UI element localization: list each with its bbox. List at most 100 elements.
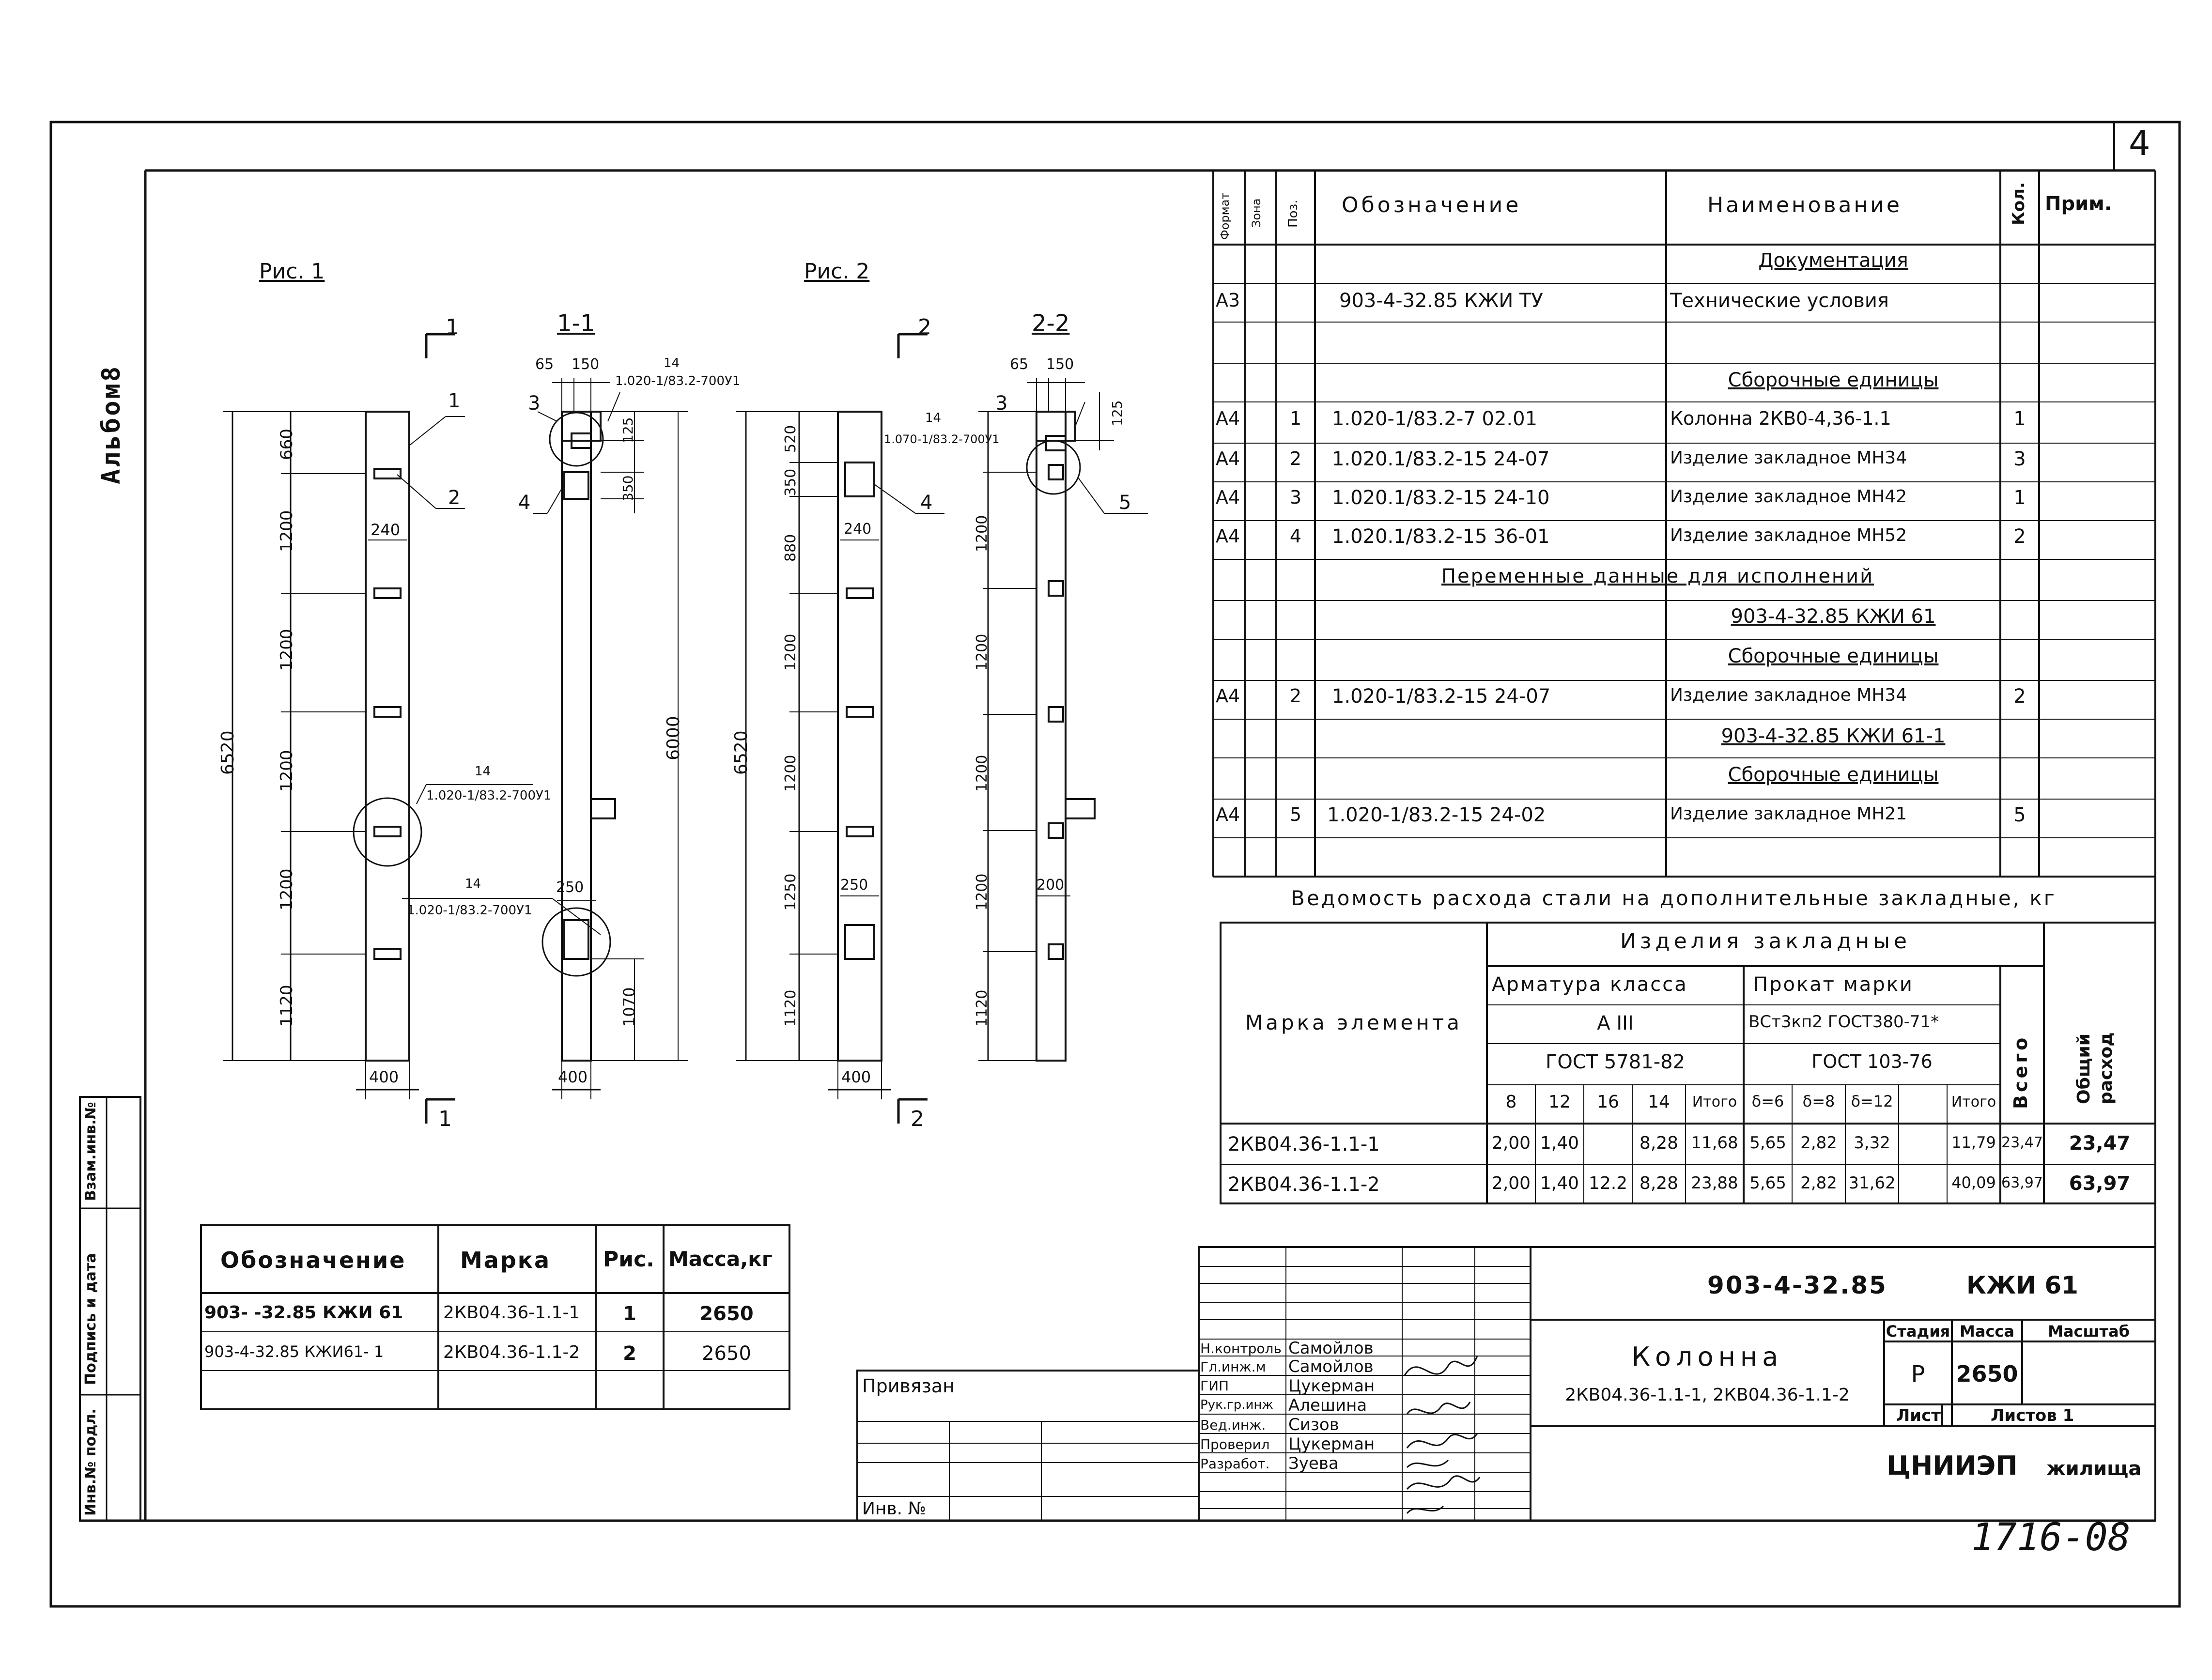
fig2-column — [736, 333, 944, 1124]
title-block-grid — [1198, 1246, 2156, 1522]
marks-row-0-fig: 1 — [623, 1303, 636, 1325]
cut-1-bottom: 1 — [438, 1107, 452, 1131]
steel-h-rolled: Прокат марки — [1753, 973, 1914, 996]
signer-5-role: Проверил — [1200, 1436, 1270, 1452]
spec-row-12-name: 903-4-32.85 КЖИ 61-1 — [1721, 725, 1946, 747]
steel-table-title: Ведомость расхода стали на дополнительны… — [1291, 886, 2057, 910]
binding-inv: Инв. № — [862, 1499, 927, 1519]
spec-row-6-fmt: А4 — [1216, 487, 1240, 508]
fig1-pitch: 240 — [371, 521, 401, 539]
title-code: 903-4-32.85 — [1707, 1271, 1887, 1299]
sec22-dim-150: 150 — [1046, 356, 1074, 373]
spec-row-1-des: 903-4-32.85 КЖИ ТУ — [1339, 290, 1543, 312]
sec22-dim-200: 200 — [1036, 877, 1065, 894]
spec-row-5-fmt: А4 — [1216, 448, 1240, 469]
spec-row-13-name: Сборочные единицы — [1728, 764, 1939, 786]
steel-row-1-v1: 1,40 — [1540, 1173, 1579, 1193]
steel-row-1-v2: 12.2 — [1588, 1173, 1628, 1193]
steel-h-element: Марка элемента — [1245, 1011, 1462, 1034]
steel-row-0-total: 23,47 — [2001, 1134, 2043, 1151]
fig2-callout-4: 4 — [920, 492, 933, 514]
fig1-width: 400 — [369, 1068, 399, 1086]
signer-6-name: Зуева — [1288, 1454, 1339, 1473]
spec-row-11-name: Изделие закладное МН34 — [1670, 685, 1907, 705]
spec-row-5-name: Изделие закладное МН34 — [1670, 448, 1907, 468]
sec11-weld-bottom-num: 14 — [465, 877, 481, 891]
spec-row-7-qty: 2 — [2013, 525, 2026, 548]
steel-row-1-v3: 8,28 — [1639, 1173, 1679, 1193]
title-h-stage: Стадия — [1886, 1322, 1950, 1341]
fig1-column — [223, 333, 533, 1124]
marks-header-fig: Рис. — [603, 1247, 654, 1272]
spec-row-7-name: Изделие закладное МН52 — [1670, 525, 1907, 545]
marks-row-0-mass: 2650 — [699, 1303, 754, 1325]
steel-row-1-v4: 23,88 — [1691, 1173, 1738, 1193]
spec-row-11-des: 1.020-1/83.2-15 24-07 — [1332, 685, 1551, 708]
spec-row-10-name: Сборочные единицы — [1728, 645, 1939, 667]
steel-row-0-v9: 11,79 — [1951, 1133, 1996, 1152]
title-subname: 2КВ04.36-1.1-1, 2КВ04.36-1.1-2 — [1565, 1385, 1850, 1405]
sec11-callout-4: 4 — [518, 492, 531, 514]
fig2-weld: 1.070-1/83.2-700У1 — [884, 432, 1000, 446]
steel-row-1-overall: 63,97 — [2069, 1172, 2131, 1195]
steel-row-0-v3: 8,28 — [1639, 1133, 1679, 1153]
signer-0-role: Н.контроль — [1200, 1341, 1282, 1356]
sec11-callout-3: 3 — [528, 392, 541, 415]
signer-1-role: Гл.инж.м — [1200, 1359, 1266, 1375]
spec-row-7-des: 1.020.1/83.2-15 36-01 — [1332, 525, 1550, 548]
spec-row-8-name: Переменные данные для исполнений — [1441, 565, 1874, 587]
drawings — [223, 333, 1148, 1124]
steel-row-0-v0: 2,00 — [1491, 1133, 1531, 1153]
signatures — [1404, 1356, 1481, 1514]
sec11-dim-65: 65 — [535, 356, 554, 373]
spec-row-7-fmt: А4 — [1216, 525, 1240, 547]
cut-2-top: 2 — [918, 315, 931, 339]
steel-h-rebar-class: А III — [1597, 1012, 1634, 1034]
steel-col-2: 16 — [1597, 1092, 1619, 1112]
fig1-callout-2: 2 — [448, 487, 461, 509]
spec-row-5-des: 1.020.1/83.2-15 24-07 — [1332, 448, 1550, 470]
title-org: ЦНИИЭП — [1887, 1450, 2018, 1481]
marks-row-1-mass: 2650 — [702, 1342, 751, 1365]
steel-row-1-v0: 2,00 — [1491, 1173, 1531, 1193]
steel-row-1-v9: 40,09 — [1951, 1173, 1996, 1192]
page-number: 4 — [2129, 123, 2150, 163]
signer-4-name: Сизов — [1288, 1415, 1339, 1434]
spec-row-4-name: Колонна 2КВ0-4,36-1.1 — [1670, 408, 1891, 429]
spec-row-1-name: Технические условия — [1670, 290, 1889, 312]
spec-row-0-name: Документация — [1758, 249, 1908, 272]
spec-header-note: Прим. — [2045, 193, 2112, 215]
spec-table-grid — [1212, 170, 2155, 878]
signer-2-name: Цукерман — [1288, 1376, 1375, 1396]
title-h-mass: Масса — [1960, 1322, 2014, 1341]
fig2-width: 400 — [841, 1068, 871, 1086]
spec-row-14-qty: 5 — [2013, 804, 2026, 826]
marks-header-mark: Марка — [460, 1247, 551, 1273]
steel-col-3: 14 — [1648, 1092, 1670, 1112]
spec-row-11-fmt: А4 — [1216, 685, 1240, 707]
spec-row-4-qty: 1 — [2013, 408, 2026, 430]
spec-row-14-des: 1.020-1/83.2-15 24-02 — [1327, 804, 1546, 826]
title-code-suffix: КЖИ 61 — [1966, 1271, 2078, 1299]
cut-1-top: 1 — [446, 315, 459, 339]
marks-row-1-fig: 2 — [623, 1342, 636, 1365]
steel-row-1-mark: 2КВ04.36-1.1-2 — [1228, 1173, 1380, 1196]
sec11-dim-150: 150 — [572, 356, 600, 373]
steel-col-0: 8 — [1505, 1092, 1517, 1112]
spec-row-14-name: Изделие закладное МН21 — [1670, 804, 1907, 824]
marks-row-1-des: 903-4-32.85 КЖИ61- 1 — [204, 1342, 384, 1361]
steel-table-grid — [1220, 922, 2156, 1204]
steel-row-0-v6: 2,82 — [1800, 1133, 1837, 1153]
title-sheet: Лист — [1896, 1406, 1941, 1425]
spec-row-6-name: Изделие закладное МН42 — [1670, 487, 1907, 507]
spec-row-9-name: 903-4-32.85 КЖИ 61 — [1731, 605, 1936, 628]
fig2-weld-num: 14 — [925, 411, 942, 425]
spec-row-14-fmt: А4 — [1216, 804, 1240, 825]
fig1-title: Рис. 1 — [259, 259, 325, 284]
binding-label: Привязан — [862, 1375, 955, 1397]
signer-6-role: Разработ. — [1200, 1456, 1270, 1472]
binding-block-grid — [856, 1370, 1200, 1522]
spec-row-11-qty: 2 — [2013, 685, 2026, 708]
sec11-weld-num: 14 — [664, 356, 680, 370]
sec22-callout-5: 5 — [1119, 492, 1131, 514]
